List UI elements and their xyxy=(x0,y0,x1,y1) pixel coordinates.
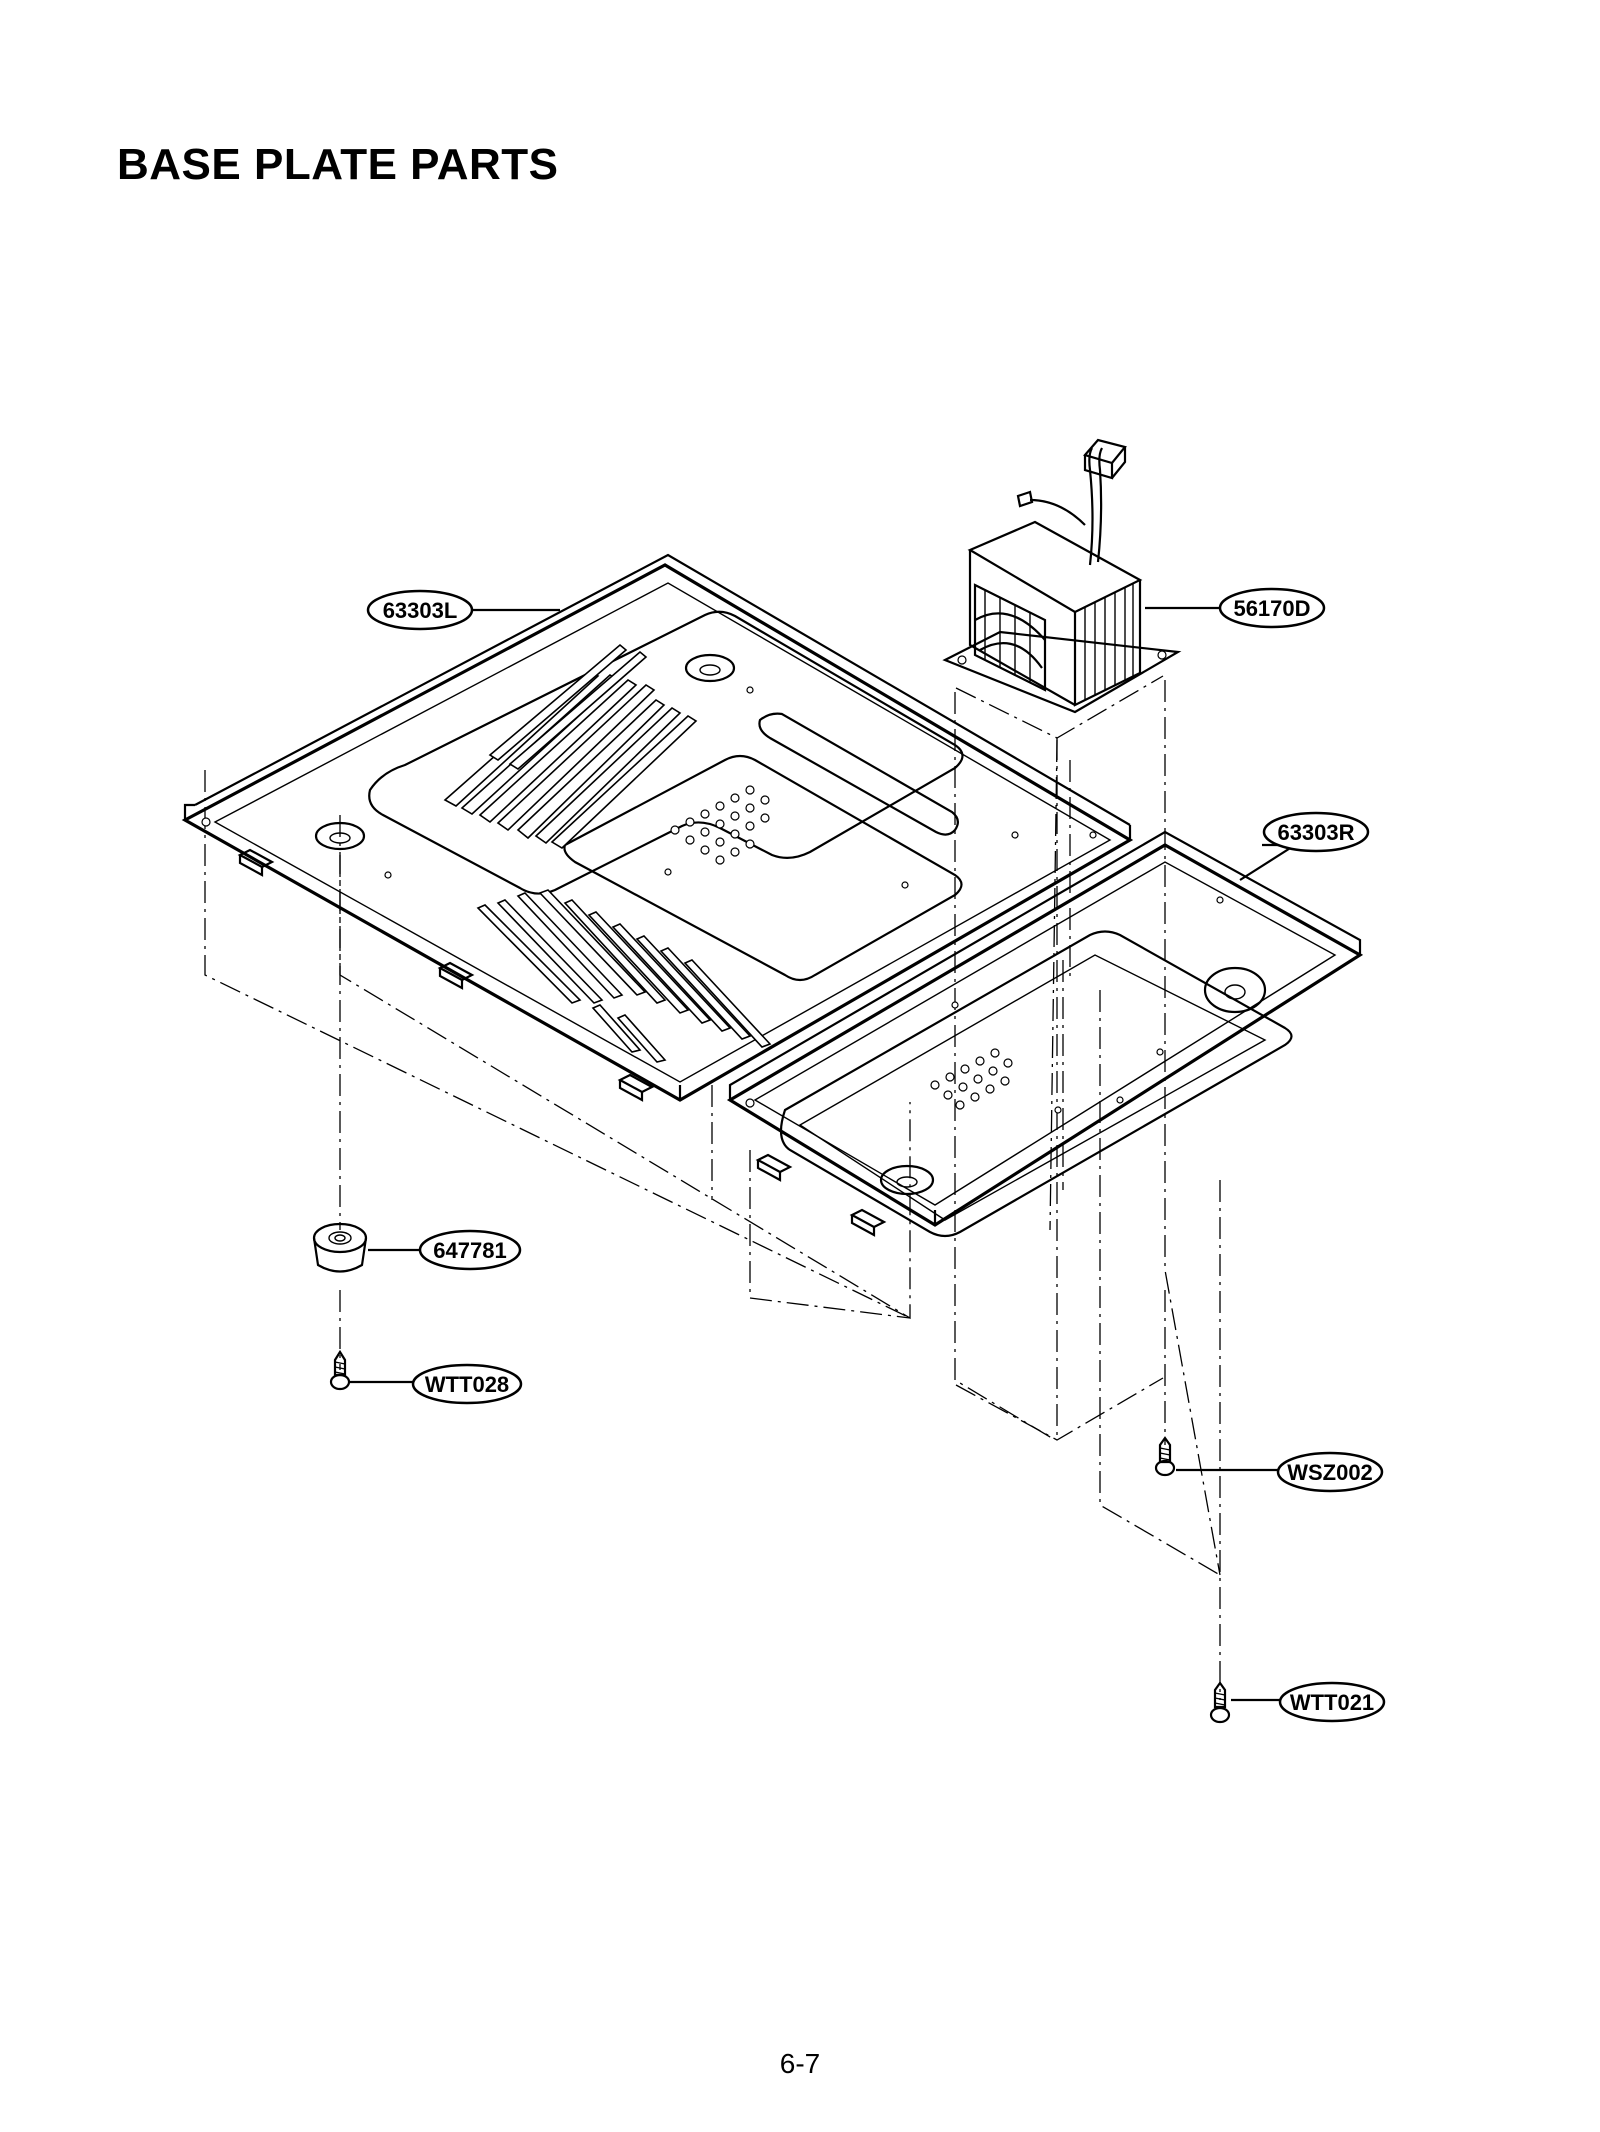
callout-label-647781: 647781 xyxy=(433,1238,506,1263)
page-number: 6-7 xyxy=(779,2048,821,2079)
screw-wsz002 xyxy=(1154,1436,1176,1477)
transformer-laminations xyxy=(1084,583,1134,700)
callout-label-63303L: 63303L xyxy=(383,598,458,623)
callout-56170D: 56170D xyxy=(1218,587,1326,629)
callout-label-WTT021: WTT021 xyxy=(1290,1690,1374,1715)
callout-label-WSZ002: WSZ002 xyxy=(1287,1460,1373,1485)
base-plate-left xyxy=(181,553,1134,1102)
callout-WTT028: WTT028 xyxy=(411,1363,523,1405)
callout-label-56170D: 56170D xyxy=(1233,596,1310,621)
callout-63303R: 63303R xyxy=(1262,811,1370,853)
screw-wtt021 xyxy=(1209,1681,1231,1724)
callout-WSZ002: WSZ002 xyxy=(1276,1451,1384,1493)
callout-label-63303R: 63303R xyxy=(1277,820,1354,845)
callout-leaders xyxy=(350,606,1299,1702)
callout-647781: 647781 xyxy=(418,1229,522,1271)
transformer xyxy=(942,438,1182,714)
vent-slots-left-top xyxy=(443,643,698,849)
vent-slots-left-bottom xyxy=(476,889,772,1063)
base-plate-right xyxy=(726,830,1364,1238)
perforation-grid-right xyxy=(930,1048,1013,1110)
foot-part xyxy=(312,1222,368,1273)
screw-wtt028 xyxy=(329,1349,351,1391)
callout-label-WTT028: WTT028 xyxy=(425,1372,509,1397)
callout-63303L: 63303L xyxy=(366,589,474,631)
callout-WTT021: WTT021 xyxy=(1278,1681,1386,1723)
perforation-grid-left xyxy=(670,785,770,865)
assembly-guide-lines xyxy=(204,675,1221,1700)
page-title: BASE PLATE PARTS xyxy=(117,140,559,189)
